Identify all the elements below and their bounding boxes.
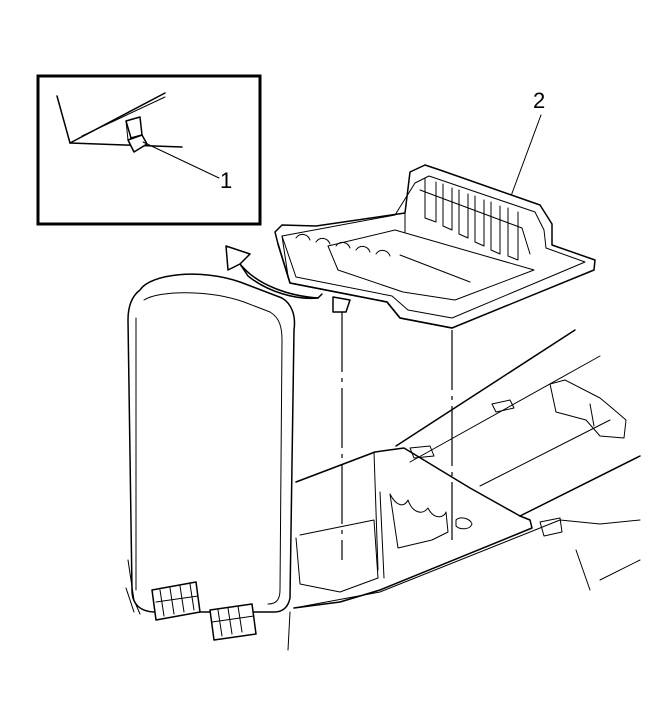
leader-line-2 — [510, 114, 542, 197]
console-body — [287, 329, 641, 651]
leader-line-1 — [142, 141, 220, 179]
inset-panel-upper-edge — [69, 92, 166, 144]
tray-rim — [274, 164, 596, 329]
retaining-clip-icon — [125, 116, 148, 153]
inset-frame — [36, 74, 262, 226]
rear-vent-left — [151, 581, 201, 621]
console-armrest — [127, 273, 296, 613]
detail-inset: 1 — [36, 74, 262, 226]
storage-tray — [274, 164, 596, 329]
rear-vent-right — [209, 603, 257, 641]
callout-1: 1 — [220, 168, 232, 193]
armrest-lid — [127, 273, 296, 613]
arrow-removal-icon — [225, 245, 323, 300]
callout-2: 2 — [533, 88, 545, 113]
